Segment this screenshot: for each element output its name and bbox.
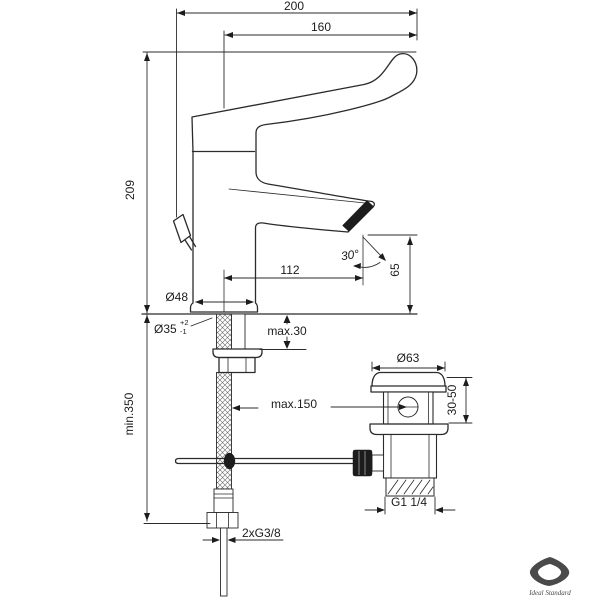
dim-waste-flange-diameter: Ø63 bbox=[371, 351, 446, 372]
dim-max-rod-length-label: max.150 bbox=[271, 397, 317, 411]
dim-total-height: 209 bbox=[123, 51, 417, 314]
dim-min-hose-clearance: min.350 bbox=[122, 314, 211, 524]
dim-overall-width-label: 200 bbox=[284, 0, 304, 13]
waste-flange-plate bbox=[370, 385, 447, 393]
supply-pipe bbox=[220, 527, 228, 597]
waste-thread bbox=[385, 477, 435, 497]
rod-coupler bbox=[352, 449, 384, 477]
dim-waste-thread: G1 1/4 bbox=[364, 495, 456, 515]
hose-ferrule bbox=[213, 488, 234, 513]
waste-lower-body bbox=[382, 433, 438, 479]
dim-outlet-height: 65 bbox=[367, 234, 418, 314]
dim-max-deck-thickness-label: max.30 bbox=[267, 324, 307, 338]
label-hole-tol-plus: +2 bbox=[180, 318, 189, 327]
lever-knob-neck-a bbox=[184, 239, 193, 251]
label-hole-tol-minus: -1 bbox=[180, 327, 187, 336]
dim-waste-deck-range: 30-50 bbox=[445, 377, 473, 424]
label-hole-diameter: Ø35 +2 -1 bbox=[154, 317, 213, 336]
aerator-face bbox=[342, 200, 374, 232]
faucet-silhouette bbox=[189, 53, 418, 313]
dim-lever-reach: 160 bbox=[223, 20, 418, 109]
dim-waste-flange-diameter-label: Ø63 bbox=[397, 351, 420, 365]
dim-lever-reach-label: 160 bbox=[311, 20, 331, 34]
drain-assembly bbox=[352, 371, 449, 497]
pop-up-rod bbox=[174, 452, 354, 470]
dim-max-rod-length: max.150 bbox=[232, 397, 407, 411]
waste-top-flange bbox=[371, 371, 446, 387]
dim-overall-width: 200 bbox=[176, 0, 418, 218]
dim-max-deck-thickness: max.30 bbox=[259, 315, 307, 350]
mounting-flange bbox=[212, 348, 263, 359]
brand-logo-text: Ideal Standard bbox=[528, 589, 571, 597]
supply-hose-assembly bbox=[206, 313, 263, 597]
dim-spout-reach: 112 bbox=[223, 263, 364, 313]
dim-min-hose-clearance-label: min.350 bbox=[122, 392, 136, 435]
dim-supply-thread-label: 2xG3/8 bbox=[242, 526, 281, 540]
waste-lower-flange bbox=[369, 423, 449, 436]
dim-total-height-label: 209 bbox=[123, 180, 137, 200]
dim-spout-reach-label: 112 bbox=[280, 263, 299, 277]
hose-nut bbox=[206, 512, 239, 529]
faucet-body-and-lever bbox=[172, 53, 418, 313]
label-hole-diameter-main: Ø35 bbox=[154, 322, 177, 336]
dim-supply-thread: 2xG3/8 bbox=[202, 526, 284, 543]
mounting-shank bbox=[231, 313, 246, 350]
dim-waste-deck-range-label: 30-50 bbox=[445, 384, 459, 415]
angle-spray: 30° bbox=[340, 234, 386, 286]
dim-body-diameter: Ø48 bbox=[165, 290, 254, 305]
dim-body-diameter-label: Ø48 bbox=[165, 290, 188, 304]
lever-knob-neck-b bbox=[188, 235, 197, 248]
brand-logo: Ideal Standard bbox=[528, 557, 571, 597]
rod-clamp bbox=[223, 452, 236, 470]
dim-waste-thread-label: G1 1/4 bbox=[391, 495, 427, 509]
braided-hose-lower bbox=[216, 372, 232, 490]
mounting-nut bbox=[218, 356, 256, 374]
lever-knob bbox=[172, 213, 192, 244]
angle-spray-label: 30° bbox=[340, 247, 360, 263]
dim-outlet-height-label: 65 bbox=[388, 263, 402, 277]
spout-seam-line bbox=[228, 188, 371, 204]
braided-hose-upper bbox=[216, 313, 232, 350]
brand-logo-mark-inner bbox=[538, 564, 562, 580]
